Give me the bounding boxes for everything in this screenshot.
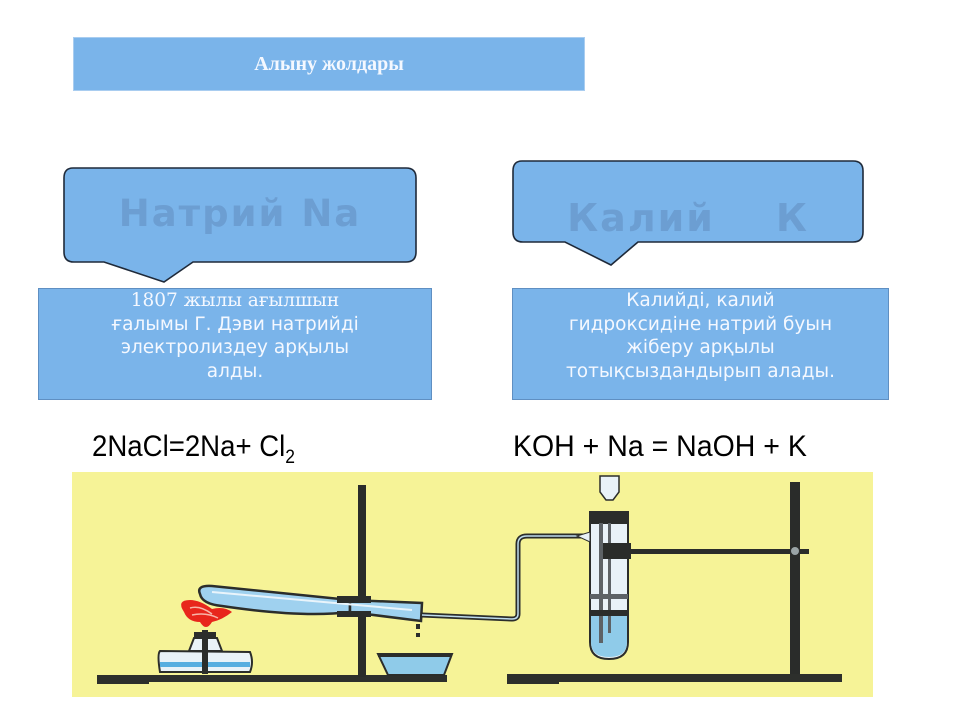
drip [416,624,420,629]
clamp [603,543,631,559]
potassium-description-line: жіберу арқылы [626,337,775,358]
receiving-dish [376,653,454,676]
right-stand-base [507,674,842,682]
left-stand-base [97,675,447,682]
clamp-joint [791,547,799,555]
delivery-tube [421,533,592,622]
potassium-description-line: Калийді, калий [626,290,775,311]
potassium-description-line: тотықсыздандырып алады. [566,360,835,382]
potassium-callout: Калий К [512,160,864,266]
potassium-callout-label: Калий К [567,196,809,240]
delivery-tube-highlight [421,535,592,620]
apparatus-drawing [97,475,842,684]
sodium-description-line: ғалымы Г. Дэви натрийді [111,313,359,335]
potassium-description-box: Калийді, калий гидроксидіне натрий буын … [512,288,889,400]
sodium-description-line: 1807 жылы ағылшын [130,290,340,311]
lab-apparatus-illustration [72,472,873,697]
sodium-callout: Натрий Na [63,167,417,283]
heated-test-tube [198,584,424,623]
sodium-description-box: 1807 жылы ағылшын ғалымы Г. Дэви натрийд… [38,288,432,400]
sodium-callout-label: Натрий Na [118,192,362,235]
sodium-description-line: электролиздеу арқылы [120,337,350,358]
flame [181,600,232,627]
callout-shape [63,167,417,283]
left-stand-rod [358,485,366,677]
left-base-foot [97,676,149,684]
sodium-description-line: алды. [206,360,264,382]
slide-title: Алыну жолдары [254,52,404,75]
right-stand-rod [790,482,800,677]
spirit-lamp [157,630,253,674]
right-base-foot [507,675,559,684]
drip [416,633,420,637]
clamp-arm [629,549,809,554]
potassium-equation-main: KOH + Na = NaOH + K [513,430,807,463]
title-bar: Алыну жолдары [73,37,585,91]
collection-tube [575,475,629,661]
callout-shape [512,160,864,266]
sodium-equation-subscript: 2 [285,447,296,468]
potassium-equation: KOH + Na = NaOH + K [513,430,807,464]
potassium-description-line: гидроксидіне натрий буын [568,313,833,335]
sodium-equation-main: 2NaCl=2Na+ Cl [92,430,286,463]
sodium-equation: 2NaCl=2Na+ Cl2 [92,430,295,469]
